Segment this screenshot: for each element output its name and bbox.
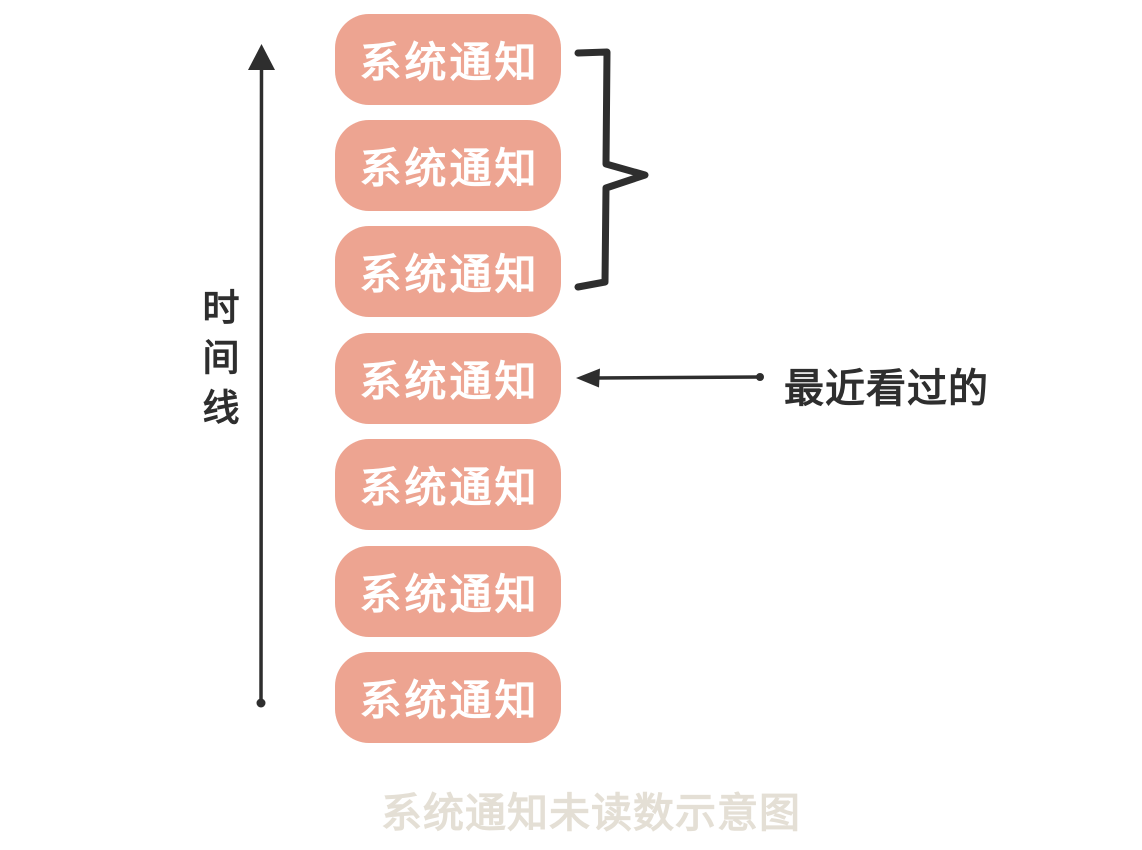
notification-box: 系统通知 [335,120,561,211]
notification-box: 系统通知 [335,333,561,424]
notification-box: 系统通知 [335,226,561,317]
recently-viewed-label: 最近看过的 [784,366,989,412]
brace-icon [574,48,649,291]
notification-box: 系统通知 [335,652,561,743]
timeline-arrow-start-dot [256,698,266,708]
timeline-arrowhead-icon [248,44,275,70]
recently-viewed-arrow-shaft [593,375,762,380]
notification-box: 系统通知 [335,14,561,105]
recently-viewed-arrow-start-dot [756,373,764,381]
recently-viewed-arrow [576,368,764,388]
timeline-arrow-shaft [259,60,264,705]
diagram-caption: 系统通知未读数示意图 [381,789,801,837]
timeline-label: 时间线 [196,288,239,438]
notification-box: 系统通知 [335,439,561,530]
notification-box: 系统通知 [335,546,561,637]
recently-viewed-arrowhead-icon [576,368,600,388]
timeline-arrow [248,44,275,708]
